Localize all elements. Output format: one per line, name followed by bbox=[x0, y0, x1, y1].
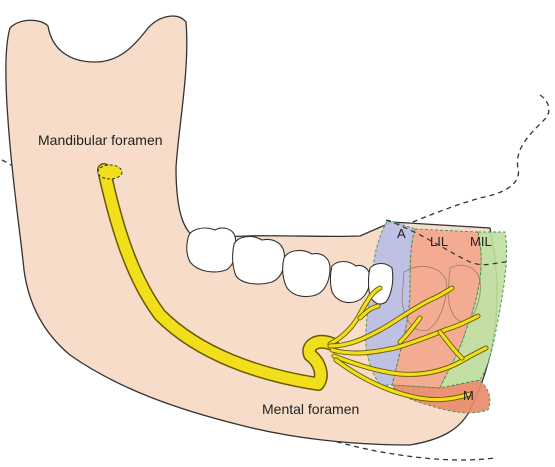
zone-m-region bbox=[391, 379, 491, 414]
tooth-premolar bbox=[282, 249, 331, 298]
zone-a-label: A bbox=[397, 226, 406, 241]
tooth-molar bbox=[186, 227, 237, 273]
mandibular-foramen-label: Mandibular foramen bbox=[38, 132, 163, 148]
incisor-outlines bbox=[401, 264, 481, 332]
mental-nerve-branches bbox=[327, 285, 489, 403]
tooth-premolar bbox=[329, 260, 371, 304]
zone-mil-region bbox=[439, 231, 508, 389]
tooth-molar bbox=[232, 235, 286, 285]
mental-foramen-label: Mental foramen bbox=[262, 401, 359, 417]
mandibular-foramen-marker bbox=[97, 164, 123, 180]
zone-lil-label: LIL bbox=[430, 234, 448, 249]
zone-m-label: M bbox=[463, 388, 474, 403]
inferior-alveolar-nerve bbox=[98, 164, 338, 390]
zone-mil-label: MIL bbox=[470, 234, 492, 249]
lip-outline bbox=[407, 94, 550, 225]
lip-boundary bbox=[385, 219, 509, 266]
